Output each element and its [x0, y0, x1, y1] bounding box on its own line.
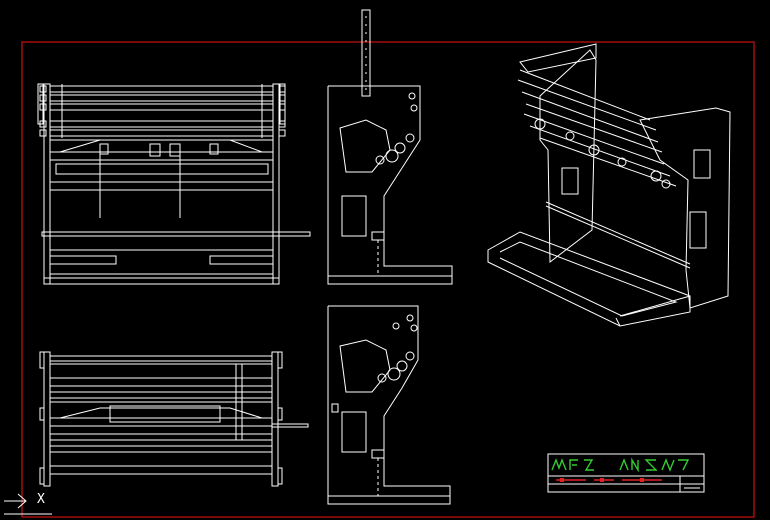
- front-view-upper[interactable]: [37, 83, 311, 285]
- isometric-view[interactable]: [487, 43, 731, 327]
- ucs-axis-label: X: [37, 492, 45, 507]
- title-block[interactable]: [547, 453, 705, 493]
- ucs-arrow-icon: [4, 493, 52, 515]
- layout-border: [21, 41, 755, 518]
- side-view-upper[interactable]: [327, 9, 453, 285]
- title-block-stamp-icon: [551, 457, 690, 473]
- top-view-lower[interactable]: [39, 351, 309, 487]
- side-view-lower[interactable]: [327, 305, 451, 505]
